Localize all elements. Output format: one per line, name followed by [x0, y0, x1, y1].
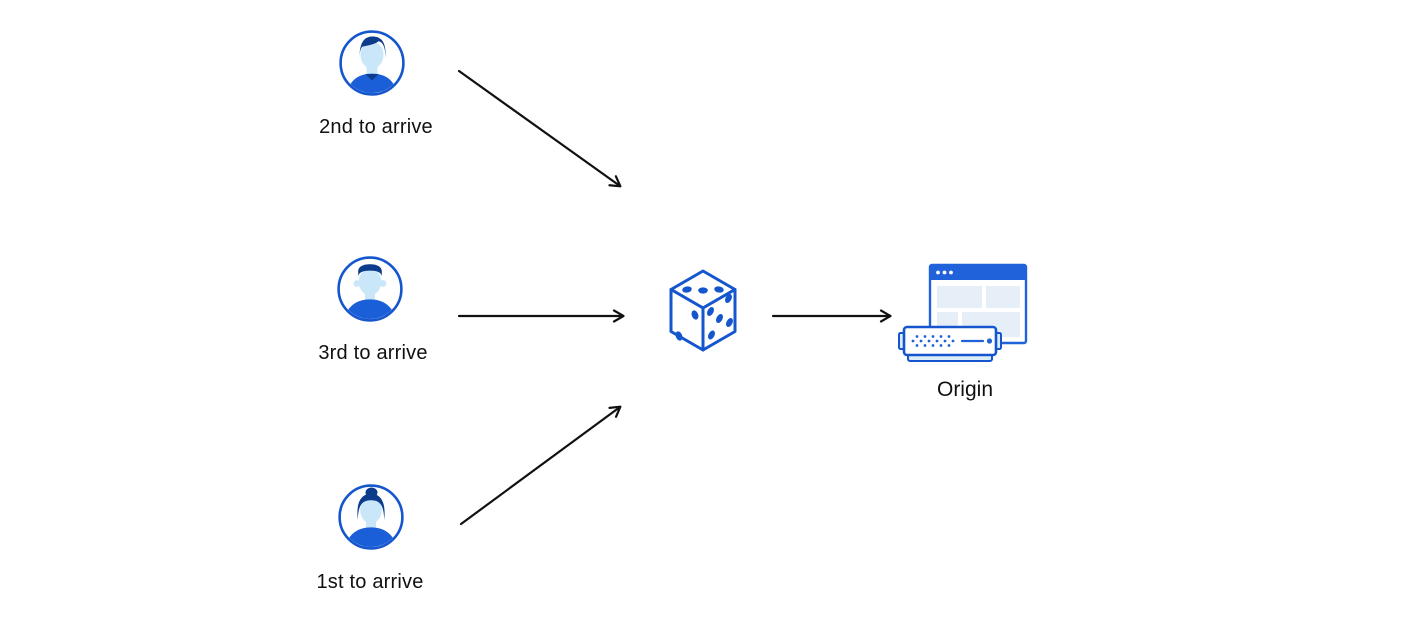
- server-icon: [898, 325, 1002, 362]
- client-2nd-label: 2nd to arrive: [319, 116, 433, 138]
- user-avatar-man-swept-hair-icon: [339, 30, 405, 96]
- origin-label: Origin: [936, 378, 994, 401]
- user-avatar-man-short-hair-icon: [337, 256, 403, 322]
- client-1st-label: 1st to arrive: [316, 571, 424, 593]
- user-avatar-woman-bun-icon: [338, 484, 404, 550]
- dice-icon: [669, 269, 737, 352]
- browser-window-icon: [928, 263, 1028, 345]
- arrow-client1-to-dice: [459, 405, 622, 526]
- client-3rd-label: 3rd to arrive: [318, 342, 428, 364]
- arrow-client2-to-dice: [457, 69, 622, 188]
- browser-and-server-icon: [898, 263, 1028, 362]
